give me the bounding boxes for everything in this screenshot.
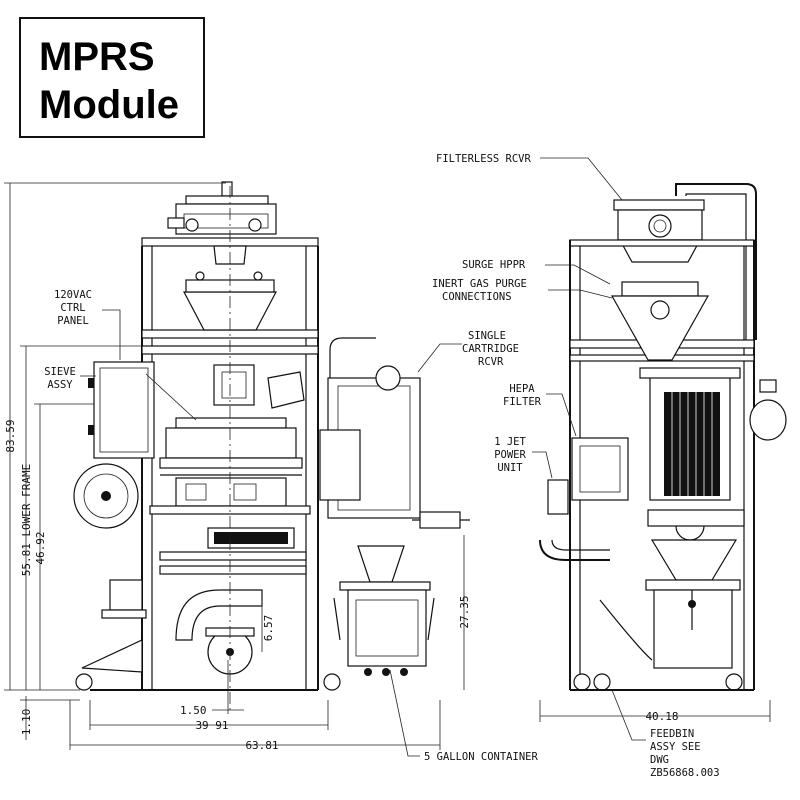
dim-83-59: 83.59: [4, 419, 17, 452]
callout-feedbin-3: DWG: [650, 754, 669, 766]
dim-39-91: 39 91: [195, 719, 228, 732]
dimension-labels: 83.59 55.81 LOWER FRAME 46.92 27.35 6.57…: [4, 419, 679, 752]
callout-jet-2: POWER: [494, 449, 526, 461]
callout-inert-2: CONNECTIONS: [442, 291, 512, 303]
callout-labels: 120VAC CTRL PANEL SIEVE ASSY FILTERLESS …: [44, 153, 719, 779]
dim-63-81: 63.81: [245, 739, 278, 752]
dimension-lines: [4, 182, 771, 750]
callout-ctrl-panel-2: CTRL: [60, 302, 85, 314]
callout-ctrl-panel-1: 120VAC: [54, 289, 92, 301]
title-box: MPRS Module: [19, 17, 205, 138]
callout-hepa-1: HEPA: [509, 383, 535, 395]
callout-single-2: CARTRIDGE: [462, 343, 519, 355]
front-view: [73, 181, 470, 691]
callout-container: 5 GALLON CONTAINER: [424, 751, 538, 763]
callout-hepa-2: FILTER: [503, 396, 542, 408]
dim-46-92: 46.92: [34, 531, 47, 564]
callout-inert-1: INERT GAS PURGE: [432, 278, 527, 290]
dim-40-18: 40.18: [645, 710, 678, 723]
dim-1-10: 1.10: [20, 709, 33, 736]
dim-55-81-lower-frame: 55.81 LOWER FRAME: [20, 464, 33, 577]
callout-feedbin-1: FEEDBIN: [650, 728, 694, 740]
title-line-2: Module: [39, 83, 179, 127]
side-view: [539, 183, 787, 691]
callout-single-1: SINGLE: [468, 330, 506, 342]
dim-6-57: 6.57: [262, 615, 275, 642]
title-line-1: MPRS: [39, 35, 155, 79]
callout-jet-3: UNIT: [497, 462, 523, 474]
callout-filterless: FILTERLESS RCVR: [436, 153, 532, 165]
callout-ctrl-panel-3: PANEL: [57, 315, 89, 327]
callout-single-3: RCVR: [478, 356, 504, 368]
callout-sieve-1: SIEVE: [44, 366, 76, 378]
dim-1-50: 1.50: [180, 704, 207, 717]
callout-sieve-2: ASSY: [47, 379, 73, 391]
callout-leaders: [80, 157, 646, 757]
callout-feedbin-2: ASSY SEE: [650, 741, 701, 753]
callout-feedbin-4: ZB56868.003: [650, 767, 720, 779]
dim-27-35: 27.35: [458, 595, 471, 628]
callout-jet-1: 1 JET: [494, 436, 526, 448]
callout-surge: SURGE HPPR: [462, 259, 526, 271]
